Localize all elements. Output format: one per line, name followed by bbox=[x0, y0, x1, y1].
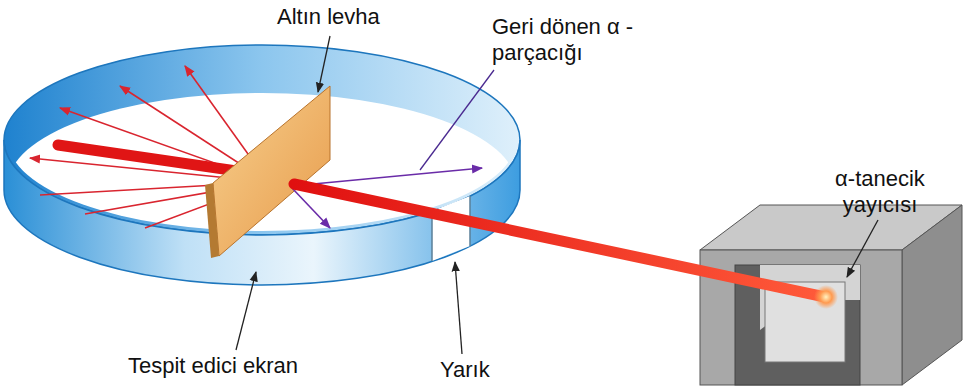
emitter-label: α-tanecik yayıcısı bbox=[820, 166, 940, 218]
slit-label: Yarık bbox=[440, 357, 520, 383]
screen-label: Tespit edici ekran bbox=[128, 353, 348, 379]
incident-beam bbox=[294, 184, 825, 297]
source-glow bbox=[814, 285, 838, 309]
leader-lines bbox=[236, 36, 878, 354]
alpha-emitter bbox=[700, 205, 962, 385]
slit-gap bbox=[432, 196, 470, 261]
backscatter-label: Geri dönen α - parçacığı bbox=[492, 14, 637, 66]
foil-label: Altın levha bbox=[277, 4, 407, 30]
gold-foil-edge bbox=[205, 183, 219, 258]
gold-foil bbox=[213, 86, 330, 256]
